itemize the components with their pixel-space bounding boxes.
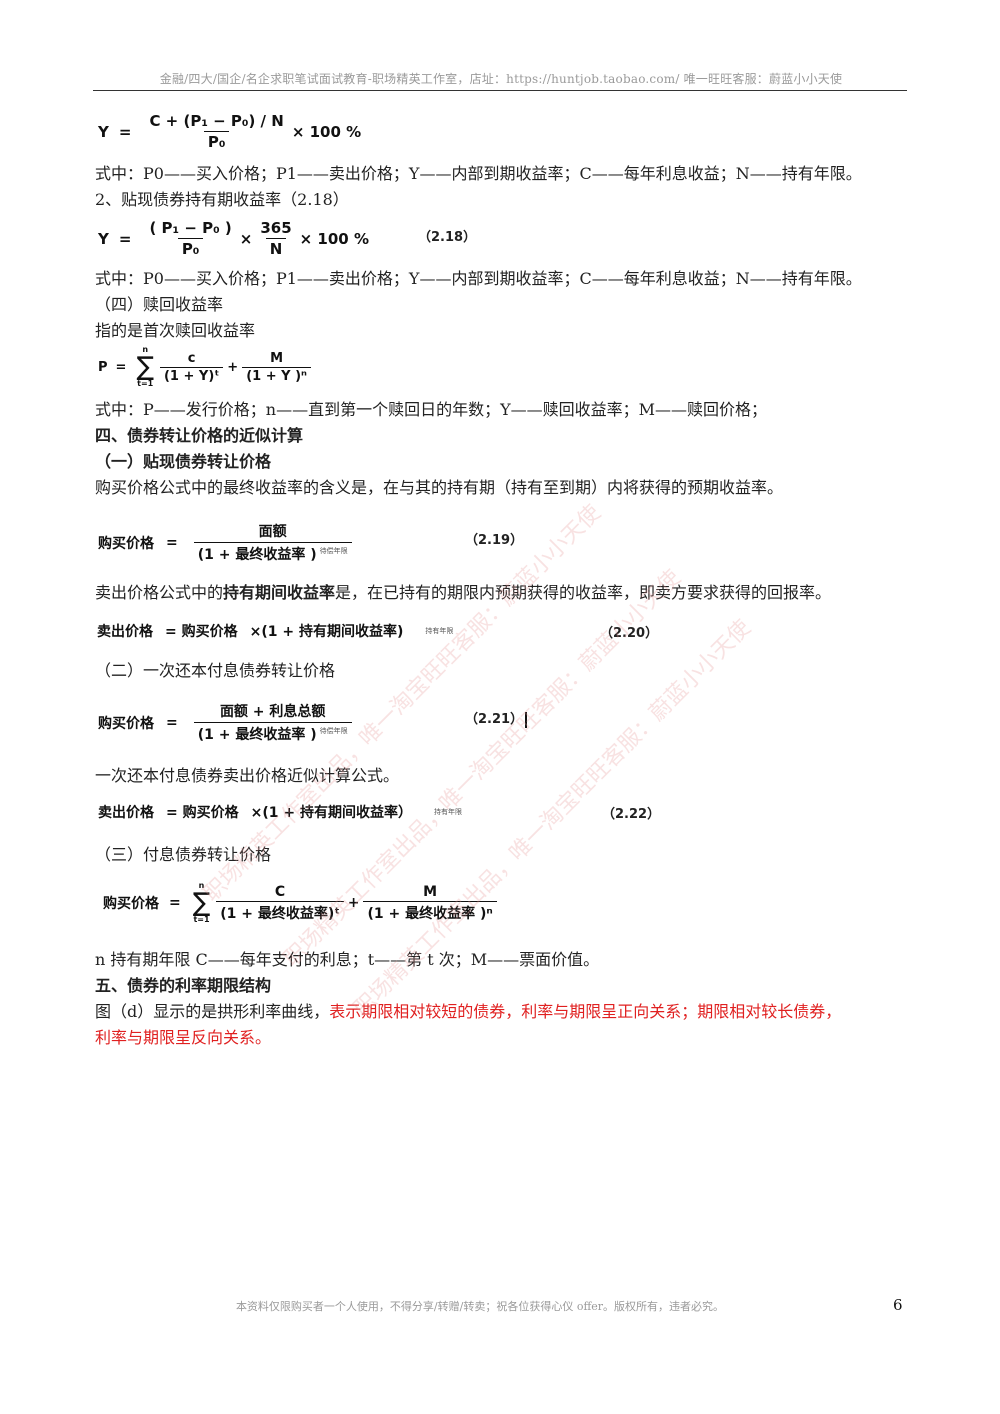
formula-rest: ×(1 + 持有期间收益率） (250, 805, 412, 821)
subsection-3-title: （三）付息债券转让价格 (95, 845, 272, 864)
highlight-text: 表示期限相对较短的债券，利率与期限呈正向关系；期限相对较长债券， (329, 1002, 842, 1021)
formula-equals: = 购买价格 (166, 805, 239, 821)
formula-coupon-buy-price: 购买价格 = n ∑ t=1 C (1 + 最终收益率)ᵗ + M (1 + 最… (103, 882, 501, 924)
formula-times: × (239, 229, 253, 248)
formula-tail: × 100 % (291, 122, 362, 141)
formula-equals: = (166, 534, 178, 551)
equation-number-2-22: （2.22） (602, 807, 661, 822)
formula-discount-yield: Y = ( P₁ − P₀ ) P₀ × 365 N × 100 % (98, 219, 369, 258)
subsection-1-title: （一）贴现债券转让价格 (95, 452, 272, 471)
formula-lhs: 卖出价格 (98, 805, 154, 821)
formula-call-yield: P = n ∑ t=1 c (1 + Y)ᵗ + M (1 + Y )ⁿ (98, 346, 315, 388)
formula-denominator-1: P₀ (177, 238, 204, 258)
formula-numerator-1: C (274, 883, 286, 900)
header-rule (93, 90, 907, 91)
equation-number-2-20: （2.20） (600, 626, 659, 641)
formula-discount-buy-price: 购买价格 = 面额 (1 + 最终收益率 )待偿年限 (98, 521, 356, 564)
legend-4: n 持有期年限 C——每年支付的利息；t——第 t 次；M——票面价值。 (95, 950, 600, 969)
formula-denominator-2: (1 + 最终收益率 )ⁿ (363, 900, 497, 923)
page-footer: 本资料仅限购买者一个人使用，不得分享/转赠/转卖；祝各位获得心仪 offer。版… (235, 1300, 725, 1313)
paragraph-1: 购买价格公式中的最终收益率的含义是，在与其的持有期（持有至到期）内将获得的预期收… (95, 478, 784, 497)
summation-symbol: n ∑ t=1 (136, 345, 154, 388)
paragraph-4-continued: 利率与期限呈反向关系。 (95, 1028, 272, 1047)
formula-lump-buy-price: 购买价格 = 面额 + 利息总额 (1 + 最终收益率 )待偿年限 (98, 701, 356, 744)
formula-equals: = (166, 714, 178, 731)
text-cursor (525, 711, 527, 728)
formula-equals: = (118, 122, 132, 141)
formula-numerator-1: ( P₁ − P₀ ) (149, 219, 232, 237)
item-2-title: 2、贴现债券持有期收益率（2.18） (95, 190, 349, 209)
section-4-title: （四）赎回收益率 (95, 295, 224, 314)
formula-denominator: (1 + 最终收益率 )待偿年限 (193, 722, 352, 744)
formula-fraction: 面额 + 利息总额 (1 + 最终收益率 )待偿年限 (193, 701, 352, 744)
formula-fraction: 面额 (1 + 最终收益率 )待偿年限 (193, 521, 352, 564)
emphasis-holding-yield: 持有期间收益率 (223, 583, 336, 602)
paragraph-2: 卖出价格公式中的持有期间收益率是，在已持有的期限内预期获得的收益率，即卖方要求获… (95, 583, 832, 602)
paragraph-3: 一次还本付息债券卖出价格近似计算公式。 (95, 766, 400, 785)
summation-symbol: n ∑ t=1 (192, 881, 211, 924)
formula-numerator-1: c (187, 350, 196, 366)
formula-lhs: 购买价格 (103, 896, 159, 912)
formula-numerator-2: M (270, 350, 284, 366)
formula-lump-sell-price: 卖出价格 = 购买价格 ×(1 + 持有期间收益率） 持有年限 (98, 802, 462, 822)
formula-numerator: C + (P₁ − P₀) / N (149, 112, 284, 130)
formula-fraction-2: 365 N (256, 219, 295, 258)
heading-4: 四、债券转让价格的近似计算 (95, 426, 304, 445)
formula-exponent: 待偿年限 (319, 727, 348, 736)
formula-exponent: 持有年限 (433, 808, 462, 816)
formula-denominator: P₀ (203, 131, 230, 151)
formula-lhs: 购买价格 (98, 715, 154, 732)
formula-equals: = 购买价格 (165, 624, 238, 640)
formula-exponent: 持有年限 (425, 627, 454, 635)
formula-equals: = (118, 229, 132, 248)
paragraph-4: 图（d）显示的是拱形利率曲线，表示期限相对较短的债券，利率与期限呈正向关系；期限… (95, 1002, 842, 1021)
formula-lhs: P (98, 359, 108, 375)
formula-lhs: Y (98, 122, 109, 141)
equation-number-2-18: （2.18） (418, 230, 477, 245)
legend-2: 式中：P0——买入价格；P1——卖出价格；Y——内部到期收益率；C——每年利息收… (95, 269, 862, 288)
formula-denominator: (1 + 最终收益率 )待偿年限 (193, 542, 352, 564)
formula-fraction-1: C (1 + 最终收益率)ᵗ (216, 883, 344, 923)
formula-numerator: 面额 (258, 524, 287, 540)
formula-lhs: 购买价格 (98, 535, 154, 552)
page-header: 金融/四大/国企/名企求职笔试面试教育-职场精英工作室，店址：https://h… (159, 72, 843, 86)
equation-number-2-21: （2.21） (465, 708, 527, 728)
formula-equals: = (169, 895, 181, 911)
formula-denominator-1: (1 + 最终收益率)ᵗ (216, 900, 344, 923)
formula-fraction-2: M (1 + 最终收益率 )ⁿ (363, 883, 497, 923)
formula-denominator-2: (1 + Y )ⁿ (242, 366, 311, 384)
formula-exponent: 待偿年限 (319, 547, 348, 556)
subsection-2-title: （二）一次还本付息债券转让价格 (95, 661, 336, 680)
page-number: 6 (893, 1296, 903, 1314)
formula-equals: = (115, 359, 127, 375)
formula-denominator-2: N (265, 238, 287, 258)
formula-rest: ×(1 + 持有期间收益率) (249, 624, 404, 640)
section-4-description: 指的是首次赎回收益率 (95, 321, 256, 340)
formula-lhs: Y (98, 229, 109, 248)
formula-plus: + (347, 895, 360, 911)
formula-fraction-1: c (1 + Y)ᵗ (159, 350, 224, 384)
formula-numerator: 面额 + 利息总额 (219, 704, 326, 720)
formula-lhs: 卖出价格 (97, 624, 153, 640)
formula-fraction: C + (P₁ − P₀) / N P₀ (145, 112, 287, 151)
formula-denominator-1: (1 + Y)ᵗ (159, 366, 224, 384)
formula-fraction-1: ( P₁ − P₀ ) P₀ (145, 219, 235, 258)
equation-number-2-19: （2.19） (465, 533, 524, 548)
formula-discount-sell-price: 卖出价格 = 购买价格 ×(1 + 持有期间收益率) 持有年限 (97, 621, 453, 641)
heading-5: 五、债券的利率期限结构 (95, 976, 272, 995)
formula-holding-yield: Y = C + (P₁ − P₀) / N P₀ × 100 % (98, 112, 361, 151)
formula-numerator-2: 365 (260, 219, 292, 237)
legend-3: 式中：P——发行价格；n——直到第一个赎回日的年数；Y——赎回收益率；M——赎回… (95, 400, 768, 419)
formula-tail: × 100 % (299, 229, 369, 248)
formula-numerator-2: M (423, 883, 438, 900)
formula-plus: + (227, 359, 239, 375)
legend-1: 式中：P0——买入价格；P1——卖出价格；Y——内部到期收益率；C——每年利息收… (95, 164, 862, 183)
formula-fraction-2: M (1 + Y )ⁿ (242, 351, 311, 384)
